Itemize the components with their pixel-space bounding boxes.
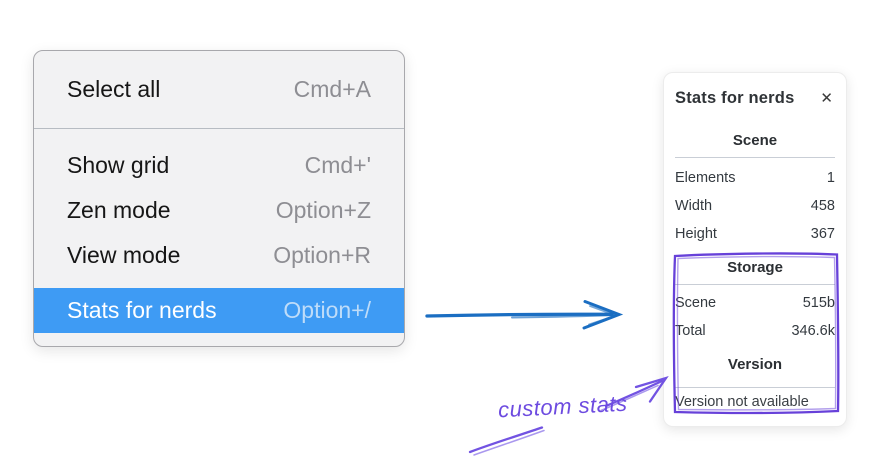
stat-row-elements: Elements 1 (675, 164, 835, 192)
stat-value: 367 (810, 226, 835, 242)
stats-for-nerds-panel: Stats for nerds ✕ Scene Elements 1 Width… (663, 72, 847, 427)
storage-section-header: Storage (727, 259, 783, 276)
section-divider (675, 284, 835, 285)
stat-label: Total (675, 323, 706, 339)
stat-row-total-storage: Total 346.6k (675, 317, 835, 345)
menu-item-label: Stats for nerds (67, 297, 217, 323)
custom-stats-annotation: custom stats (497, 390, 629, 423)
menu-item-label: Zen mode (67, 197, 171, 223)
stat-row-scene-storage: Scene 515b (675, 289, 835, 317)
menu-item-label: Select all (67, 76, 161, 102)
stat-label: Height (675, 226, 717, 242)
menu-item-zen-mode[interactable]: Zen mode Option+Z (34, 188, 404, 233)
stat-value: 458 (810, 198, 835, 214)
version-section-header: Version (727, 356, 783, 373)
storage-stats: Scene 515b Total 346.6k (675, 289, 835, 345)
menu-item-shortcut: Cmd+' (304, 152, 371, 178)
menu-divider (34, 128, 404, 129)
stat-value: 515b (802, 295, 835, 311)
menu-item-stats-for-nerds[interactable]: Stats for nerds Option+/ (34, 288, 404, 333)
context-menu: Select all Cmd+A Show grid Cmd+' Zen mod… (33, 50, 405, 347)
panel-title-row: Stats for nerds ✕ (675, 87, 835, 109)
menu-item-shortcut: Cmd+A (293, 76, 371, 102)
menu-item-label: Show grid (67, 152, 170, 178)
panel-title: Stats for nerds (675, 88, 795, 107)
scene-section-header: Scene (732, 132, 778, 149)
section-divider (675, 157, 835, 158)
menu-section: Show grid Cmd+' Zen mode Option+Z View m… (34, 129, 404, 333)
menu-item-select-all[interactable]: Select all Cmd+A (34, 51, 404, 128)
scene-stats: Elements 1 Width 458 Height 367 (675, 164, 835, 248)
stat-row-width: Width 458 (675, 192, 835, 220)
menu-item-label: View mode (67, 242, 181, 268)
custom-stats-arrow-icon (468, 375, 669, 456)
menu-item-shortcut: Option+R (273, 242, 371, 268)
stat-label: Elements (675, 170, 736, 186)
version-note: Version not available (675, 394, 809, 410)
stat-value: 346.6k (791, 323, 835, 339)
stat-label: Width (675, 198, 713, 214)
section-divider (675, 387, 835, 388)
menu-to-panel-arrow-icon (425, 300, 624, 330)
stat-row-height: Height 367 (675, 220, 835, 248)
stat-value: 1 (826, 170, 835, 186)
menu-item-shortcut: Option+Z (275, 197, 371, 223)
menu-item-shortcut: Option+/ (283, 297, 371, 323)
menu-item-show-grid[interactable]: Show grid Cmd+' (34, 143, 404, 188)
stat-label: Scene (675, 295, 717, 311)
menu-item-view-mode[interactable]: View mode Option+R (34, 233, 404, 278)
close-icon[interactable]: ✕ (820, 89, 833, 107)
